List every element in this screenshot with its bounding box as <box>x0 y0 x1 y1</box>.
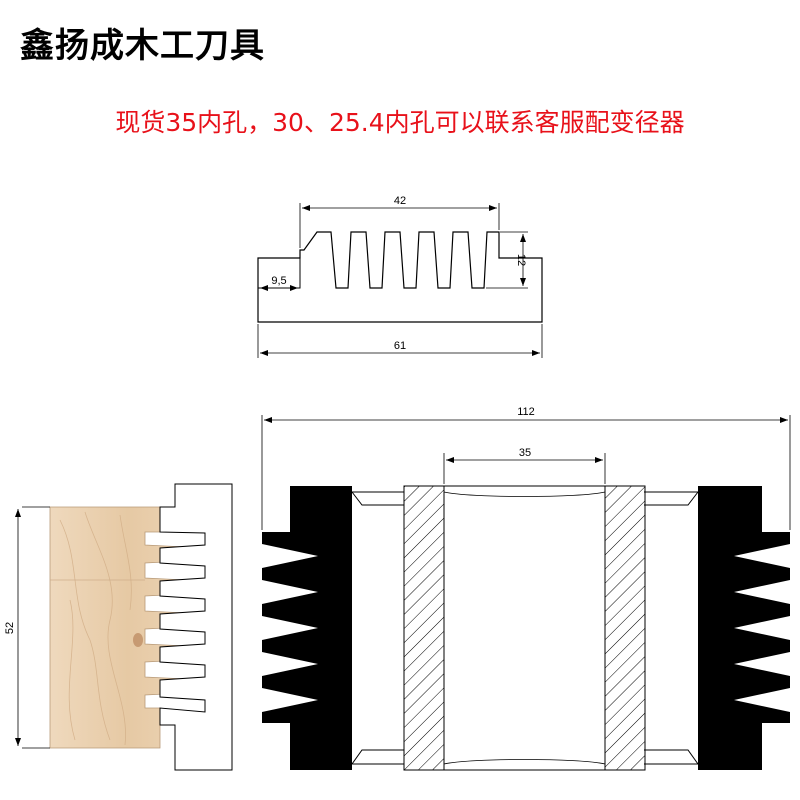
stock-notice: 现货35内孔，30、25.4内孔可以联系客服配变径器 <box>115 108 685 137</box>
dim-left-step: 9,5 <box>271 275 286 287</box>
cutter-profile-drawing: 42 12 9,5 61 <box>257 195 543 358</box>
dim-overall-diameter: 112 <box>517 406 535 418</box>
dim-cut-height: 52 <box>4 622 16 634</box>
left-bushing-wall <box>403 485 445 771</box>
cutter-assembly-section: 112 35 <box>261 406 791 771</box>
wood-workpiece: 52 <box>4 483 233 771</box>
mating-cutter-outline <box>159 483 233 771</box>
right-cutter-body <box>698 486 790 770</box>
dim-bore: 35 <box>519 447 531 459</box>
right-bushing-wall <box>604 485 646 771</box>
dim-total-width: 61 <box>394 340 406 352</box>
brand-title: 鑫扬成木工刀具 <box>20 26 265 66</box>
left-cutter-body <box>262 486 352 770</box>
cutter-profile-outline <box>257 231 543 323</box>
dim-tooth-depth: 12 <box>515 254 527 266</box>
dim-comb-width: 42 <box>394 195 406 207</box>
